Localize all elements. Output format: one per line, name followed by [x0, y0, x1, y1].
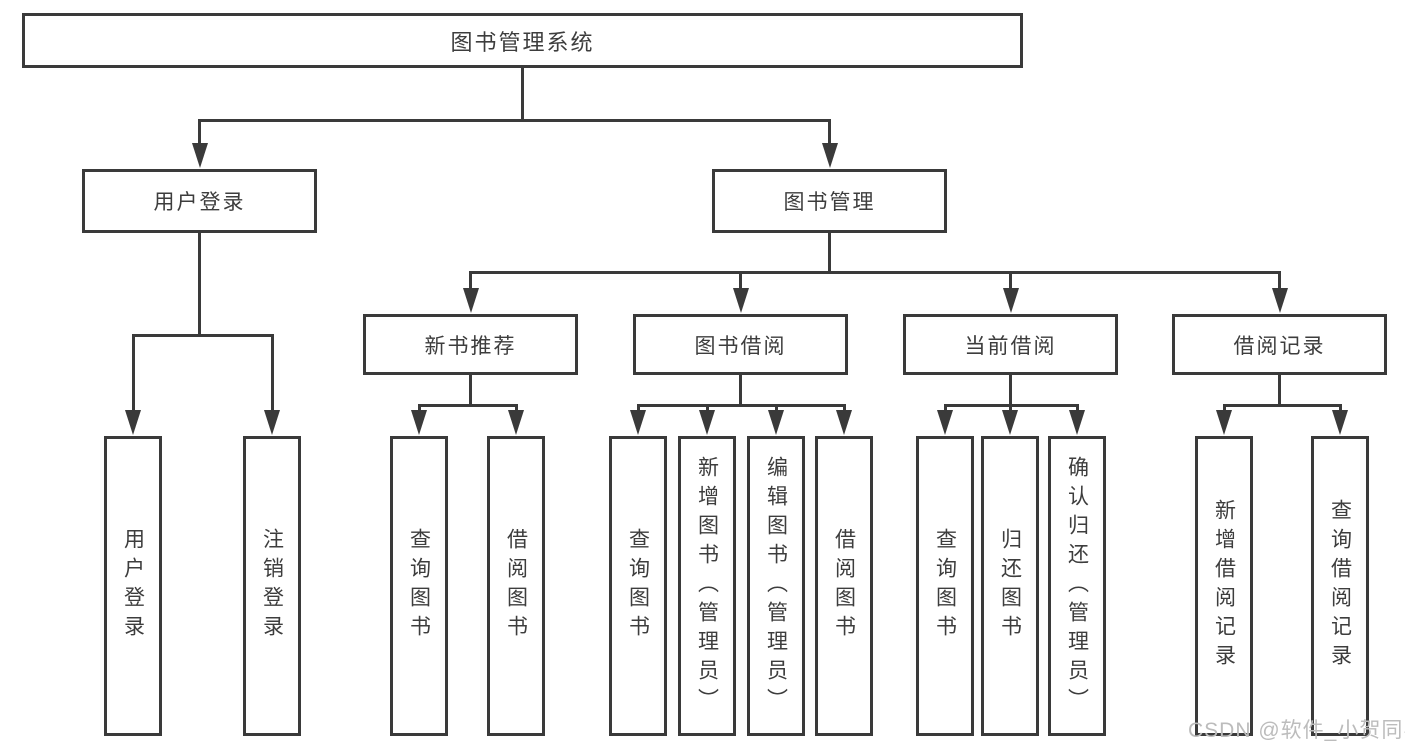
- arrowhead-down-newbook-to-leaves: [508, 410, 524, 435]
- leaf-logout: 注销登录: [243, 436, 301, 736]
- leaf-label: 查询图书: [933, 528, 957, 644]
- leaf-label: 确认归还（管理员）: [1065, 455, 1089, 717]
- node-label: 图书管理系统: [450, 29, 595, 55]
- arrowhead-down-current-to-leaves: [937, 410, 953, 435]
- connector-line-borrow-to-leaves: [739, 375, 742, 407]
- arrowhead-down-root-to-level2: [191, 143, 208, 168]
- node-new-book-recommendation: 新书推荐: [363, 314, 578, 375]
- arrowhead-down-current-to-leaves: [1002, 410, 1018, 435]
- leaf-label: 用户登录: [121, 528, 145, 644]
- connector-drop-manage-to-level3: [739, 271, 742, 288]
- connector-bar-borrow-to-leaves: [636, 404, 846, 407]
- connector-line-records-to-leaves: [1278, 375, 1281, 407]
- connector-drop-userlogin-to-leaves: [131, 334, 135, 410]
- connector-bar-root-to-level2: [198, 119, 831, 122]
- connector-drop-records-to-leaves: [1222, 404, 1226, 410]
- node-label: 图书借阅: [694, 334, 787, 358]
- connector-bar-userlogin-to-leaves: [131, 334, 274, 337]
- arrowhead-down-borrow-to-leaves: [699, 410, 715, 435]
- connector-line-newbook-to-leaves: [469, 375, 472, 407]
- connector-drop-root-to-level2: [198, 119, 201, 143]
- connector-drop-manage-to-level3: [1009, 271, 1012, 288]
- leaf-borrow-books: 借阅图书: [815, 436, 873, 736]
- leaf-return-book: 归还图书: [981, 436, 1039, 736]
- csdn-watermark: CSDN @软件_小贺同学: [1188, 719, 1405, 742]
- node-user-login-branch: 用户登录: [82, 169, 317, 233]
- connector-drop-userlogin-to-leaves: [270, 334, 274, 410]
- leaf-query-books-current: 查询图书: [916, 436, 974, 736]
- arrowhead-down-userlogin-to-leaves: [125, 410, 141, 435]
- connector-drop-current-to-leaves: [943, 404, 947, 410]
- node-label: 新书推荐: [424, 334, 517, 358]
- connector-drop-current-to-leaves: [1008, 404, 1012, 410]
- node-label: 当前借阅: [964, 334, 1057, 358]
- arrowhead-down-newbook-to-leaves: [411, 410, 427, 435]
- connector-bar-records-to-leaves: [1222, 404, 1342, 407]
- leaf-label: 归还图书: [998, 528, 1022, 644]
- connector-drop-newbook-to-leaves: [514, 404, 518, 410]
- connector-drop-borrow-to-leaves: [774, 404, 778, 410]
- connector-drop-manage-to-level3: [1278, 271, 1281, 288]
- node-label: 图书管理: [783, 191, 876, 214]
- connector-drop-root-to-level2: [828, 119, 831, 143]
- leaf-label: 查询图书: [407, 528, 431, 644]
- leaf-query-books-recommend: 查询图书: [390, 436, 448, 736]
- connector-drop-records-to-leaves: [1338, 404, 1342, 410]
- connector-bar-newbook-to-leaves: [417, 404, 518, 407]
- leaf-borrow-books-recommend: 借阅图书: [487, 436, 545, 736]
- connector-line-root-to-level2: [521, 68, 524, 121]
- arrowhead-down-records-to-leaves: [1216, 410, 1232, 435]
- node-book-management-branch: 图书管理: [712, 169, 947, 233]
- leaf-user-login: 用户登录: [104, 436, 162, 736]
- leaf-label: 注销登录: [260, 528, 284, 644]
- connector-drop-borrow-to-leaves: [705, 404, 709, 410]
- node-label: 用户登录: [153, 191, 246, 214]
- node-library-management-system: 图书管理系统: [22, 13, 1023, 68]
- connector-line-manage-to-level3: [828, 233, 831, 274]
- arrowhead-down-root-to-level2: [821, 143, 838, 168]
- connector-line-current-to-leaves: [1009, 375, 1012, 407]
- node-label: 借阅记录: [1233, 334, 1326, 358]
- connector-line-userlogin-to-leaves: [198, 233, 201, 337]
- arrowhead-down-records-to-leaves: [1332, 410, 1348, 435]
- connector-drop-newbook-to-leaves: [417, 404, 421, 410]
- connector-bar-manage-to-level3: [469, 271, 1281, 274]
- arrowhead-down-borrow-to-leaves: [768, 410, 784, 435]
- leaf-label: 新增图书（管理员）: [695, 455, 719, 717]
- connector-drop-current-to-leaves: [1075, 404, 1079, 410]
- connector-drop-borrow-to-leaves: [842, 404, 846, 410]
- arrowhead-down-current-to-leaves: [1069, 410, 1085, 435]
- node-current-borrowing: 当前借阅: [903, 314, 1118, 375]
- leaf-label: 查询图书: [626, 528, 650, 644]
- leaf-label: 借阅图书: [832, 528, 856, 644]
- node-book-borrowing: 图书借阅: [633, 314, 848, 375]
- leaf-label: 新增借阅记录: [1212, 499, 1236, 673]
- leaf-edit-book-admin: 编辑图书（管理员）: [747, 436, 805, 736]
- leaf-label: 查询借阅记录: [1328, 499, 1352, 673]
- arrowhead-down-manage-to-level3: [732, 288, 749, 313]
- leaf-add-borrow-record: 新增借阅记录: [1195, 436, 1253, 736]
- leaf-query-books-borrow: 查询图书: [609, 436, 667, 736]
- connector-drop-borrow-to-leaves: [636, 404, 640, 410]
- leaf-query-borrow-record: 查询借阅记录: [1311, 436, 1369, 736]
- leaf-label: 编辑图书（管理员）: [764, 455, 788, 717]
- arrowhead-down-manage-to-level3: [1002, 288, 1019, 313]
- arrowhead-down-borrow-to-leaves: [836, 410, 852, 435]
- leaf-confirm-return-admin: 确认归还（管理员）: [1048, 436, 1106, 736]
- leaf-label: 借阅图书: [504, 528, 528, 644]
- arrowhead-down-manage-to-level3: [1271, 288, 1288, 313]
- node-borrowing-records: 借阅记录: [1172, 314, 1387, 375]
- leaf-add-book-admin: 新增图书（管理员）: [678, 436, 736, 736]
- connector-drop-manage-to-level3: [469, 271, 472, 288]
- arrowhead-down-manage-to-level3: [462, 288, 479, 313]
- arrowhead-down-borrow-to-leaves: [630, 410, 646, 435]
- arrowhead-down-userlogin-to-leaves: [264, 410, 280, 435]
